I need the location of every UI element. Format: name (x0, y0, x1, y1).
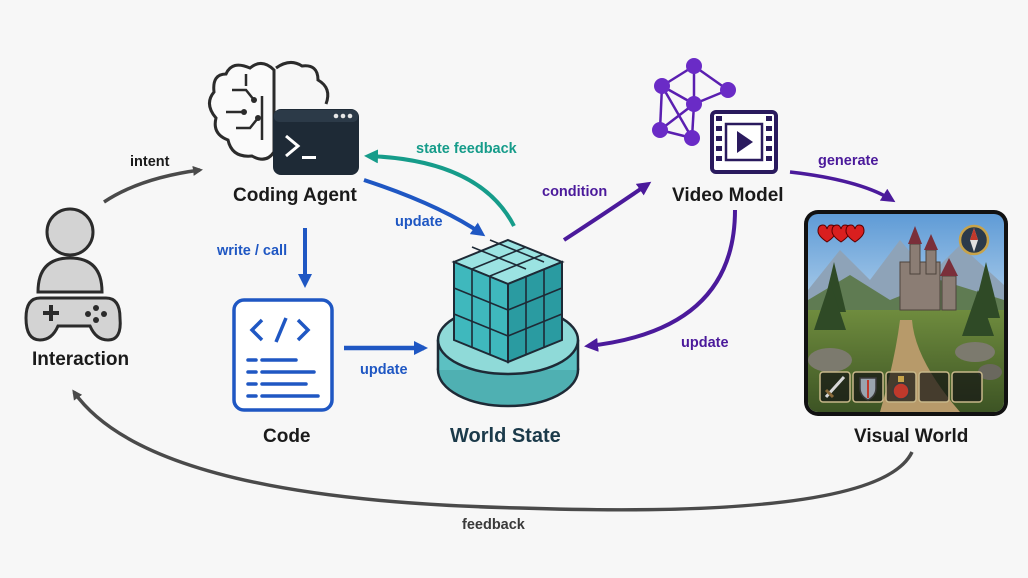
generate-label: generate (818, 153, 879, 169)
code-label: Code (263, 426, 311, 447)
person-gamepad-icon (24, 207, 122, 342)
generate-arrow (789, 170, 896, 203)
heart-icon (817, 224, 865, 243)
compass-icon (958, 224, 990, 256)
visual-world-label: Visual World (854, 426, 969, 447)
interaction-label: Interaction (32, 349, 130, 370)
sword-icon (824, 375, 846, 399)
brain-terminal-icon (208, 61, 359, 175)
video-update-arrow (584, 209, 737, 352)
video-model-label: Video Model (672, 185, 784, 206)
intent-arrow (103, 165, 203, 204)
condition-arrow (562, 181, 652, 242)
network-video-icon (652, 58, 778, 174)
shield-icon (859, 377, 877, 401)
agent-update-label: update (395, 214, 443, 230)
video-update-label: update (681, 335, 729, 351)
intent-label: intent (130, 154, 170, 170)
write-call-label: write / call (217, 243, 288, 259)
potion-icon (892, 376, 910, 400)
game-scene-icon (804, 210, 1008, 416)
state-feedback-label: state feedback (416, 141, 517, 157)
condition-label: condition (542, 184, 608, 200)
feedback-label: feedback (462, 517, 525, 533)
feedback-arrow (72, 389, 914, 512)
agent-update-arrow (363, 178, 486, 237)
code-document-icon (232, 298, 334, 412)
state-feedback-arrow (364, 149, 516, 227)
cube-icon (436, 238, 580, 408)
world-state-label: World State (450, 425, 561, 447)
coding-agent-label: Coding Agent (233, 185, 357, 206)
code-update-label: update (360, 362, 408, 378)
